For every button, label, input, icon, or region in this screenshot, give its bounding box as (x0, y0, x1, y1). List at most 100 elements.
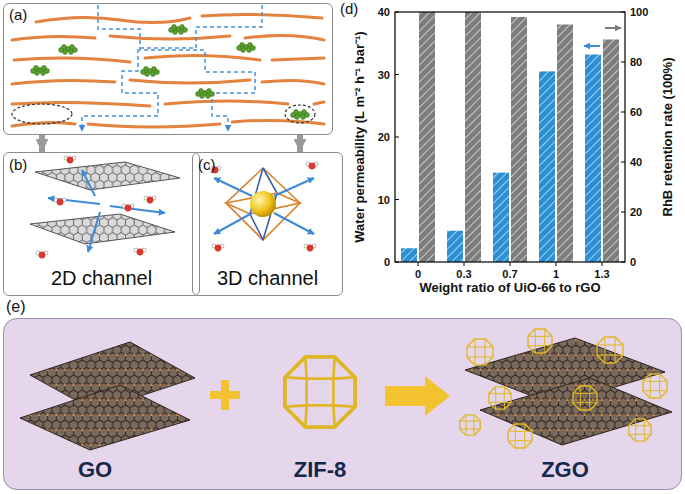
zif-cage (525, 441, 532, 448)
membrane-layers (130, 80, 250, 83)
zif-cage (467, 339, 475, 347)
zif-cage (489, 387, 496, 394)
zif-cage (590, 386, 597, 393)
bar-chart (395, 12, 625, 262)
channel-label: 2D channel (4, 267, 199, 290)
zif-cage (644, 419, 651, 426)
panel-label: (a) (9, 6, 27, 23)
zif-cage (615, 337, 623, 345)
zif-cage (545, 329, 552, 336)
membrane-layers (262, 80, 324, 84)
zif-cage (474, 429, 480, 435)
bar-chart (511, 17, 527, 262)
material-label: ZGO (541, 458, 589, 482)
mof-crystal (226, 168, 300, 240)
tick-label: 40 (378, 6, 390, 18)
water-molecule (67, 157, 74, 164)
zif-cage (467, 357, 475, 365)
zif-cage (285, 329, 667, 448)
bar-chart (401, 248, 417, 262)
dye-molecule (196, 92, 201, 97)
zif-cage (467, 339, 493, 365)
zif-cage (528, 346, 535, 353)
dye-molecule (305, 113, 310, 118)
tick-label: 20 (378, 131, 390, 143)
bar-chart (621, 12, 625, 13)
tick-label: 80 (630, 56, 642, 68)
zif-cage (496, 394, 504, 402)
water-molecule (307, 245, 314, 252)
water-molecule (147, 197, 154, 204)
dye-molecule (183, 28, 188, 33)
bar-chart (556, 262, 557, 266)
tick-label: 1 (553, 268, 559, 280)
zif-cage (643, 374, 650, 381)
dye-molecule (291, 113, 296, 118)
membrane-layers (12, 36, 95, 40)
bar-chart (621, 212, 625, 213)
bar-chart (395, 137, 399, 138)
bar-chart (621, 262, 625, 263)
zif-cage (573, 386, 597, 410)
tick-label: 40 (630, 156, 642, 168)
water-molecule (215, 245, 222, 252)
graphene-sheet (35, 162, 180, 190)
highlight-ellipse (12, 104, 72, 124)
tick-label: 10 (378, 193, 390, 205)
bar-chart (447, 231, 463, 262)
flow-arrow (110, 206, 165, 213)
membrane-layers (36, 17, 190, 22)
zif-cage (643, 374, 667, 398)
bar-chart (395, 199, 399, 200)
flow-arrow (214, 178, 314, 234)
zif-cage (489, 402, 496, 409)
dye-molecule (237, 46, 242, 51)
highlight-ellipse (12, 104, 315, 124)
axis-title: Water permeability (L m⁻² h⁻¹ bar⁻¹) (353, 31, 367, 242)
dye-molecule (31, 25, 310, 120)
zif-cage (285, 357, 307, 379)
zif-cage (485, 357, 493, 365)
mof-crystal (250, 191, 276, 217)
membrane-layers (272, 58, 324, 60)
panel-ground (3, 318, 682, 490)
material-label: GO (78, 458, 112, 482)
block-arrow (297, 135, 303, 152)
zif-cage (466, 421, 474, 429)
bar-chart (510, 262, 511, 266)
flow-arrow (274, 213, 314, 234)
zif-cage (489, 387, 511, 409)
highlight-ellipse (285, 105, 315, 123)
water-molecule (125, 205, 132, 212)
panel-label: (d) (340, 0, 358, 17)
bar-chart (621, 112, 625, 113)
tick-label: 1.3 (594, 268, 609, 280)
zif-cage (605, 345, 615, 355)
dye-molecule (251, 46, 256, 51)
tick-label: 0 (384, 256, 390, 268)
bar-chart (395, 74, 399, 75)
zif-cage (528, 329, 535, 336)
zif-cage (460, 415, 480, 435)
figure-panel: (a) (3, 3, 333, 135)
zif-cage (580, 393, 589, 402)
membrane-layers (88, 124, 220, 127)
graphene-oxide-sheet (20, 338, 672, 450)
membrane-layers (110, 36, 230, 39)
dye-molecule (141, 70, 146, 75)
zif-cage (597, 337, 605, 345)
membrane-layers (12, 80, 115, 84)
block-arrow (385, 376, 450, 416)
membrane-layers (165, 101, 288, 104)
membrane-layers (314, 102, 324, 104)
zif-cage (636, 426, 644, 434)
tick-label: 20 (630, 206, 642, 218)
zif-cage (307, 379, 334, 406)
axis-title: Weight ratio of UiO-66 to rGO (419, 281, 600, 295)
zif-cage (525, 424, 532, 431)
